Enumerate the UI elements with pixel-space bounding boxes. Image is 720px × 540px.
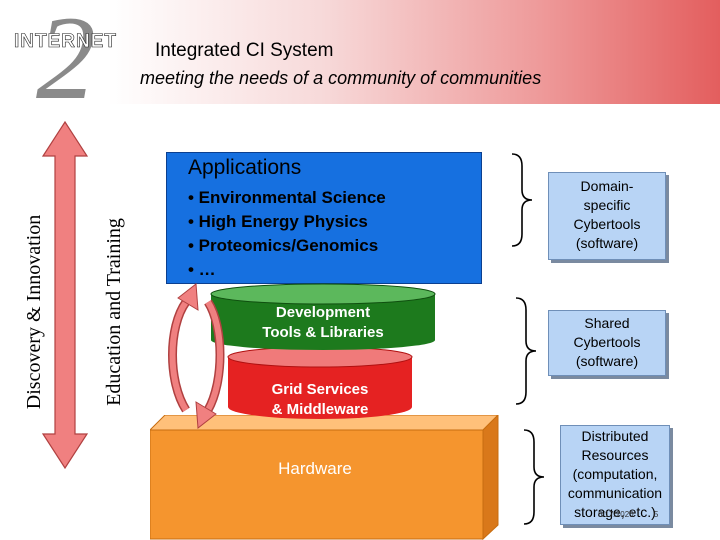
slide-page-number: 5 (653, 510, 659, 519)
application-item: • … (188, 260, 216, 279)
circular-arrows (168, 283, 225, 429)
development-tools-layer (210, 283, 436, 350)
slide-title: Integrated CI System (155, 40, 334, 61)
note-line: Cybertools (573, 334, 641, 350)
note-line: communication (567, 485, 663, 501)
note-line: (software) (575, 353, 639, 369)
application-item: • Environmental Science (188, 188, 386, 207)
hardware-label: Hardware (278, 459, 352, 478)
internet2-logo: 2 INTERNET (14, 0, 117, 104)
applications-title: Applications (188, 156, 302, 179)
brace-middleware (515, 297, 537, 405)
applications-list: • Environmental Science • High Energy Ph… (188, 186, 386, 282)
grid-services-label: Grid Services & Middleware (240, 380, 400, 420)
applications-box (166, 152, 482, 284)
grid-services-line: & Middleware (271, 401, 369, 418)
grid-services-line: Grid Services (271, 381, 369, 398)
discovery-innovation-label: Discovery & Innovation (23, 214, 45, 410)
grid-services-layer (227, 346, 413, 419)
note-line: Shared (584, 315, 630, 331)
brace-hardware (523, 429, 545, 525)
domain-cybertools-note: Domain- specific Cybertools (software) (548, 172, 666, 260)
note-line: (software) (575, 235, 639, 251)
development-tools-line: Tools & Libraries (262, 324, 384, 341)
application-item: • Proteomics/Genomics (188, 236, 379, 255)
note-line: Distributed (581, 428, 649, 444)
header-band (0, 0, 720, 104)
note-line: Resources (581, 447, 649, 463)
brace-applications (511, 153, 533, 247)
development-tools-line: Development (275, 304, 371, 321)
note-line: Cybertools (573, 216, 641, 232)
logo-text: INTERNET (14, 31, 117, 52)
slide-subtitle: meeting the needs of a community of comm… (140, 68, 542, 88)
note-line: storage, etc.) (574, 504, 656, 520)
logo-numeral: 2 (36, 0, 96, 104)
discovery-double-arrow (41, 120, 89, 470)
application-item: • High Energy Physics (188, 212, 368, 231)
slide-footer: 6/17/2020 5 (598, 510, 658, 519)
shared-cybertools-note: Shared Cybertools (software) (548, 310, 666, 376)
note-line: (computation, (572, 466, 658, 482)
education-training-label: Education and Training (103, 218, 125, 406)
note-line: Domain- (580, 178, 634, 194)
slide-date: 6/17/2020 (598, 510, 634, 519)
distributed-resources-note: Distributed Resources (computation, comm… (560, 425, 670, 525)
hardware-layer (150, 415, 499, 540)
development-tools-label: Development Tools & Libraries (238, 303, 408, 343)
note-line: specific (583, 197, 631, 213)
